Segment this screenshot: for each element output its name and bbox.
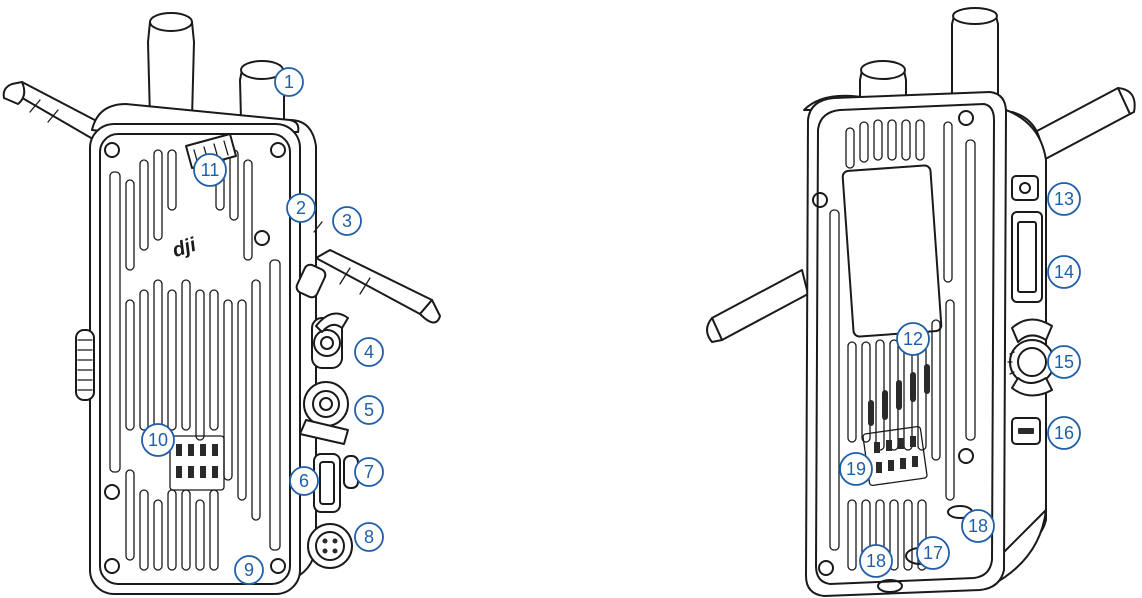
svg-text:6: 6 [299,471,309,491]
left-device: dji [2,12,441,595]
back-button [1011,417,1041,445]
left-vent-grid [169,435,225,491]
right-device [706,7,1136,597]
svg-text:19: 19 [846,459,866,479]
dial-15 [1007,318,1055,397]
callout-10: 10 [141,423,175,457]
side-screen [1011,211,1043,303]
callout-7: 7 [354,457,384,487]
svg-text:3: 3 [342,211,352,231]
svg-text:9: 9 [244,560,254,580]
callout-14: 14 [1047,255,1081,289]
connector-4 [311,312,349,369]
callout-9: 9 [234,555,264,585]
callout-16: 16 [1047,416,1081,450]
callout-12: 12 [896,322,930,356]
svg-text:4: 4 [364,342,374,362]
callout-5: 5 [354,395,384,425]
svg-text:11: 11 [201,160,220,180]
svg-text:13: 13 [1054,189,1074,209]
left-edge-dial [75,329,95,401]
svg-text:16: 16 [1054,423,1074,443]
rear-left-antenna [706,269,809,343]
callout-2: 2 [286,193,316,223]
power-button [1011,175,1039,201]
svg-text:15: 15 [1054,352,1074,372]
callout-18-left: 18 [859,544,893,578]
callout-4: 4 [354,337,384,367]
svg-text:7: 7 [364,462,374,482]
right-side-antenna [295,249,441,324]
callout-18-right: 18 [961,509,995,543]
callout-19: 19 [839,452,873,486]
svg-text:17: 17 [923,543,943,563]
callout-6: 6 [289,466,319,496]
callout-13: 13 [1047,182,1081,216]
connector-5 [299,381,349,445]
svg-text:5: 5 [364,400,374,420]
connector-8 [307,523,353,569]
svg-text:1: 1 [284,72,294,92]
svg-text:10: 10 [148,430,168,450]
svg-text:8: 8 [364,527,374,547]
rear-dark-slots [868,364,930,426]
left-side-antenna [2,81,111,143]
callout-15: 15 [1047,345,1081,379]
left-heatsink-fins [109,149,281,571]
callout-17: 17 [916,536,950,570]
callout-3: 3 [332,206,362,236]
svg-text:18: 18 [968,516,988,536]
svg-text:12: 12 [903,329,923,349]
svg-text:2: 2 [296,198,306,218]
rear-heatsink-fins [829,119,976,571]
rear-vent-grid [862,425,928,487]
callout-8: 8 [354,522,384,552]
callout-11: 11 [193,153,227,187]
svg-text:14: 14 [1054,262,1074,282]
rear-top-antenna-right [951,7,999,119]
svg-text:18: 18 [866,551,886,571]
callout-1: 1 [274,67,304,97]
